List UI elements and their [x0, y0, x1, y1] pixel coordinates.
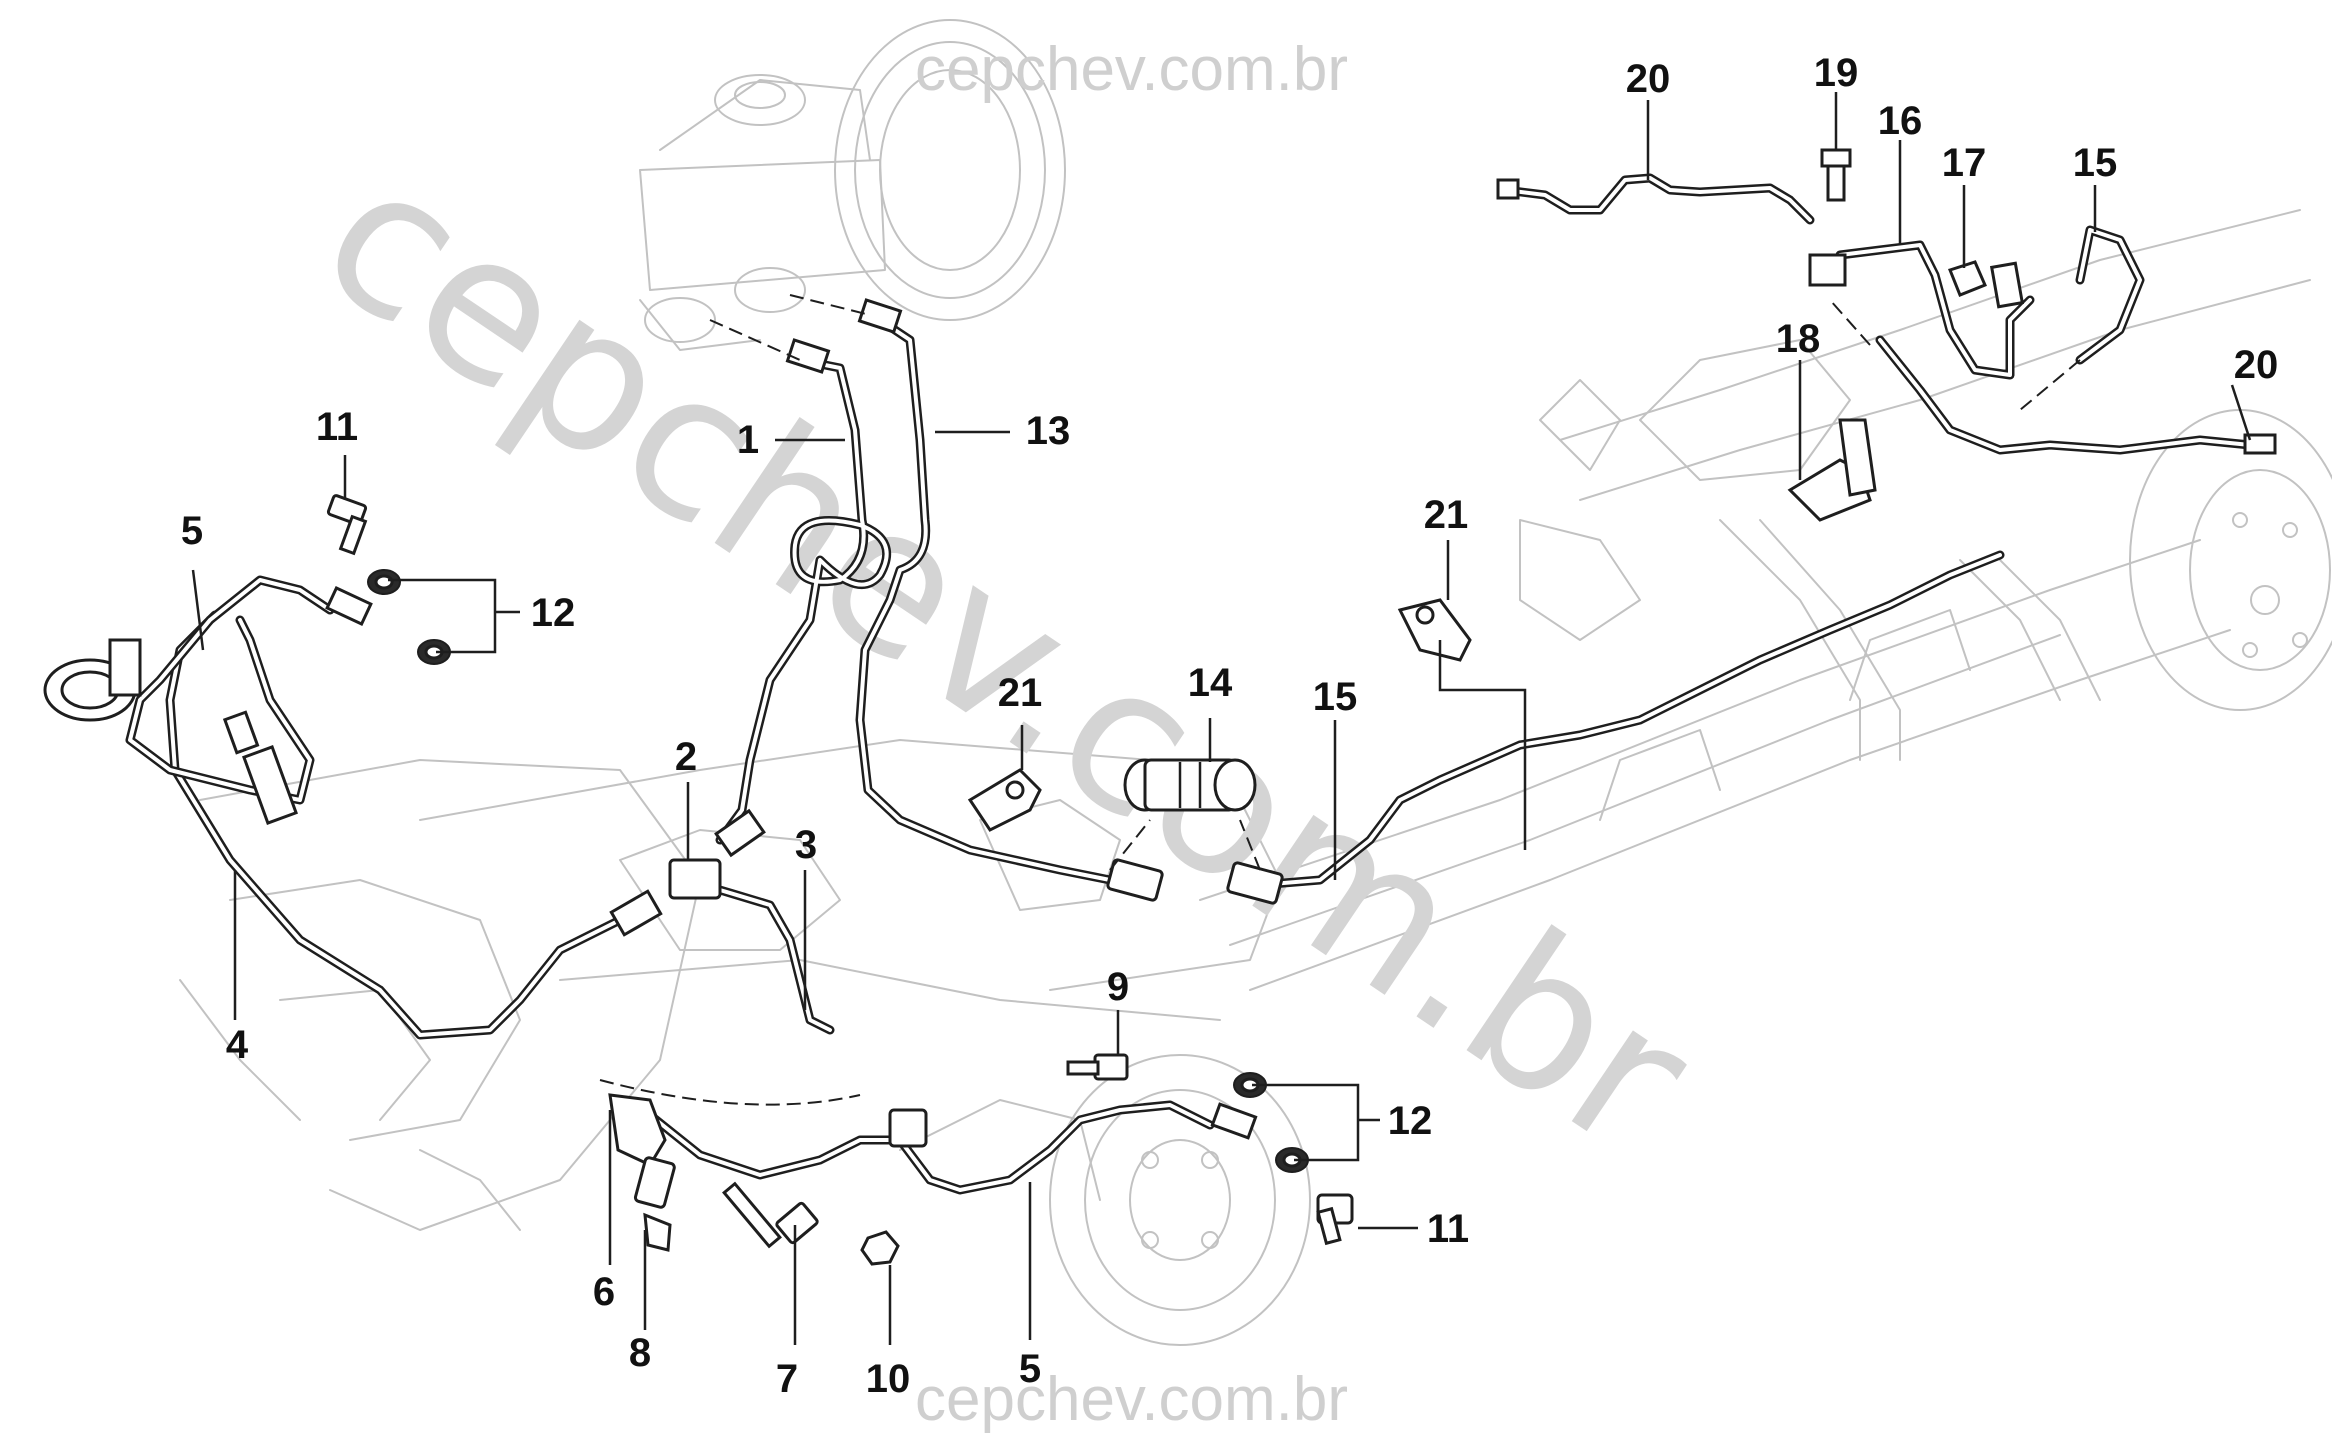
callout-8: 8 [629, 1331, 651, 1375]
clip-21-mid [967, 768, 1042, 832]
callout-5-bottom: 5 [1019, 1347, 1041, 1391]
fittings [325, 148, 2277, 1266]
callout-19: 19 [1814, 51, 1859, 95]
callout-11-left: 11 [316, 405, 358, 449]
callout-12-left: 12 [531, 591, 576, 635]
callout-15-mid: 15 [1313, 675, 1358, 719]
callout-11-right: 11 [1427, 1207, 1469, 1251]
callout-18: 18 [1776, 317, 1821, 361]
callout-12-right: 12 [1388, 1099, 1433, 1143]
callout-4: 4 [226, 1023, 249, 1067]
callout-5-left: 5 [181, 509, 203, 553]
callout-1: 1 [737, 418, 759, 462]
watermark-diagonal-text: cepchev.com.br [283, 117, 1729, 1197]
callout-21-right: 21 [1424, 493, 1469, 537]
callout-numbers: 1 2 3 4 5 5 6 7 8 9 10 11 11 12 12 13 14… [181, 51, 2278, 1401]
callout-20-top: 20 [1626, 57, 1671, 101]
callout-21-mid: 21 [998, 671, 1043, 715]
callout-6: 6 [593, 1270, 615, 1314]
callout-2: 2 [675, 735, 697, 779]
callout-13: 13 [1026, 409, 1071, 453]
union-14 [1106, 758, 1284, 905]
callout-17: 17 [1942, 141, 1987, 185]
brake-lines [43, 173, 2255, 1195]
background-chassis-drawing [179, 19, 2332, 1346]
bracket-18 [1787, 418, 1877, 522]
brake-hose-5-left [125, 575, 335, 805]
leader-lines [191, 92, 2252, 1345]
junction-block-2 [609, 808, 766, 937]
callout-7: 7 [776, 1357, 798, 1401]
callout-3: 3 [795, 823, 817, 867]
callout-14: 14 [1188, 661, 1233, 705]
clip-21-right [1397, 598, 1472, 662]
callout-9: 9 [1107, 965, 1129, 1009]
callout-10: 10 [866, 1357, 911, 1401]
brake-pipe-4 [165, 610, 635, 1040]
dashed-reference-lines [599, 294, 2081, 1106]
watermark-bottom-text: cepchev.com.br [915, 1365, 1348, 1434]
callout-16: 16 [1878, 99, 1923, 143]
callout-20-right: 20 [2234, 343, 2279, 387]
watermark-top-text: cepchev.com.br [915, 35, 1348, 104]
callout-15-right: 15 [2073, 141, 2118, 185]
